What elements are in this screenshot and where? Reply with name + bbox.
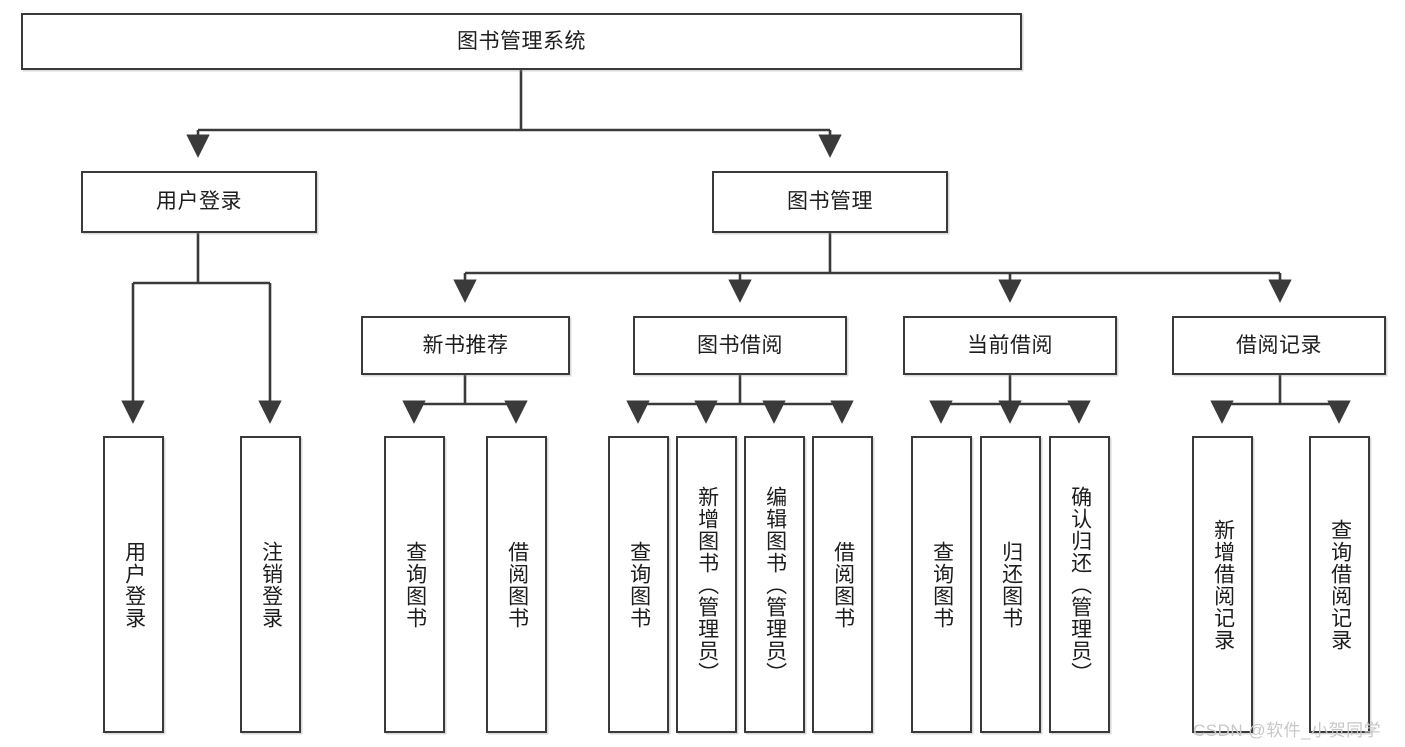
leaf-user-login-login[interactable]: 用户登录 [103,436,164,733]
leaf-user-login-logout[interactable]: 注销登录 [240,436,301,733]
node-label-root: 图书管理系统 [457,29,586,53]
leaf-label-book-borrow-add: 新增图书（管理员） [695,485,719,684]
node-label-current-borrow: 当前借阅 [967,333,1053,357]
leaf-label-borrow-record-query: 查询借阅记录 [1328,518,1352,651]
node-root-system[interactable]: 图书管理系统 [21,13,1022,70]
leaf-label-new-book-borrow: 借阅图书 [505,540,529,629]
leaf-current-borrow-return[interactable]: 归还图书 [980,436,1041,733]
node-label-book-borrow: 图书借阅 [697,333,783,357]
leaf-label-borrow-record-add: 新增借阅记录 [1211,518,1235,651]
leaf-label-current-borrow-return: 归还图书 [999,540,1023,629]
node-label-new-book-recommend: 新书推荐 [422,333,509,357]
leaf-label-book-borrow-query: 查询图书 [627,540,651,629]
node-book-borrow[interactable]: 图书借阅 [633,316,847,375]
node-label-user-login: 用户登录 [156,190,242,214]
leaf-borrow-record-add[interactable]: 新增借阅记录 [1192,436,1253,733]
leaf-book-borrow-query[interactable]: 查询图书 [608,436,669,733]
leaf-book-borrow-borrow[interactable]: 借阅图书 [812,436,873,733]
leaf-book-borrow-edit[interactable]: 编辑图书（管理员） [744,436,805,733]
leaf-label-current-borrow-confirm-return: 确认归还（管理员） [1068,485,1092,684]
leaf-book-borrow-add[interactable]: 新增图书（管理员） [676,436,737,733]
node-new-book-recommend[interactable]: 新书推荐 [361,316,570,375]
leaf-current-borrow-confirm-return[interactable]: 确认归还（管理员） [1049,436,1110,733]
leaf-new-book-borrow[interactable]: 借阅图书 [486,436,547,733]
node-book-management[interactable]: 图书管理 [712,171,948,233]
leaf-label-user-login-logout: 注销登录 [259,540,283,629]
node-user-login[interactable]: 用户登录 [81,171,317,233]
csdn-watermark: CSDN @软件_小贺同学 [1193,721,1382,740]
leaf-label-new-book-query: 查询图书 [403,540,427,629]
leaf-label-book-borrow-borrow: 借阅图书 [831,540,855,629]
leaf-borrow-record-query[interactable]: 查询借阅记录 [1309,436,1370,733]
node-current-borrow[interactable]: 当前借阅 [903,316,1117,375]
leaf-label-book-borrow-edit: 编辑图书（管理员） [763,485,787,684]
node-borrow-record[interactable]: 借阅记录 [1172,316,1386,375]
node-label-book-management: 图书管理 [787,190,873,214]
leaf-current-borrow-query[interactable]: 查询图书 [911,436,972,733]
leaf-new-book-query[interactable]: 查询图书 [384,436,445,733]
node-label-borrow-record: 借阅记录 [1236,333,1322,357]
leaf-label-current-borrow-query: 查询图书 [930,540,954,629]
leaf-label-user-login-login: 用户登录 [122,540,146,629]
